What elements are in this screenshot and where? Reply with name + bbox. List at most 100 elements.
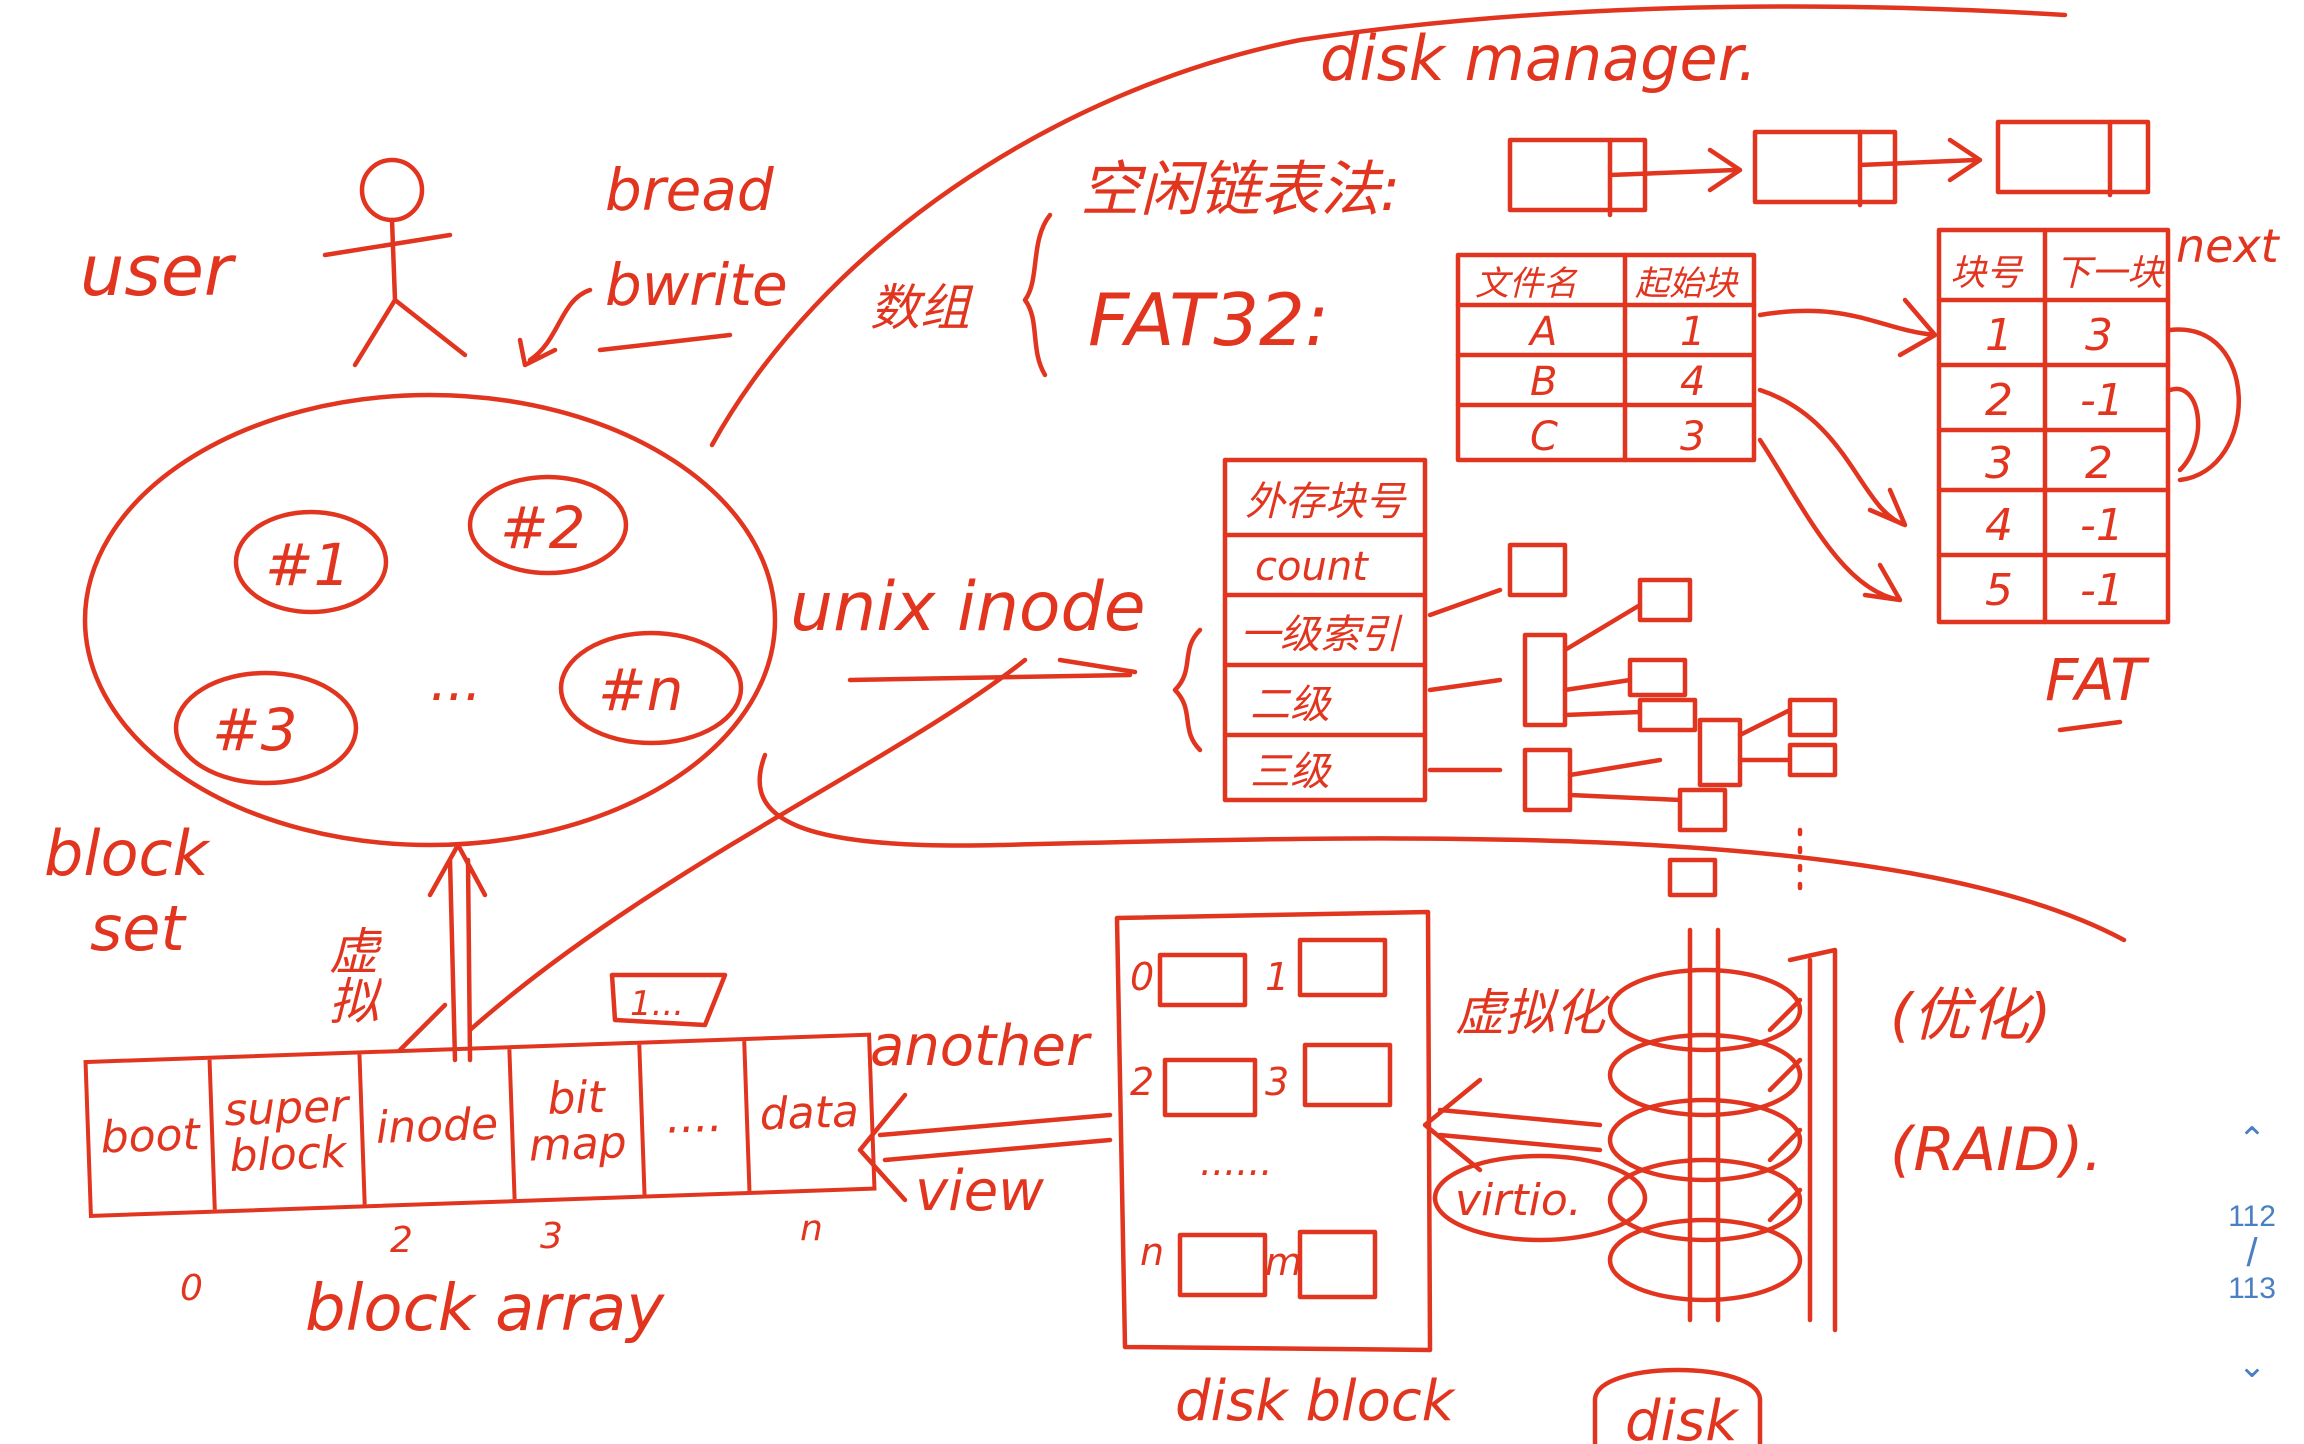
- block-set-label-2: set: [90, 892, 187, 965]
- block-array-indices: 0 2 3 n: [180, 1208, 823, 1309]
- free-list-label: 空闲链表法:: [1080, 155, 1400, 225]
- svg-text:起始块: 起始块: [1635, 264, 1739, 304]
- page-navigator: ⌃ 112 / 113 ⌄: [2200, 1120, 2304, 1386]
- inode-to-unix-line: [467, 657, 1028, 1033]
- inode-table: 外存块号 count 一级索引 二级 三级: [1222, 457, 1428, 803]
- block-array-cell-data: data: [742, 1036, 873, 1192]
- raid-label: (RAID).: [1890, 1115, 2103, 1185]
- small-box: [609, 972, 728, 1028]
- title: disk manager.: [1320, 22, 1757, 95]
- index-n: n: [800, 1208, 823, 1249]
- user-label: user: [80, 230, 237, 312]
- svg-text:1: 1: [1265, 955, 1289, 999]
- block-array: boot super block inode bit map .... data: [83, 1032, 877, 1218]
- unix-inode-label: unix inode: [790, 568, 1146, 647]
- block-item-3: #3: [212, 696, 298, 764]
- svg-text:一级索引: 一级索引: [1240, 612, 1403, 658]
- fat-underline: [2057, 719, 2123, 733]
- svg-text:A: A: [1527, 309, 1557, 355]
- disk-stack-icon: [1592, 927, 1838, 1444]
- file-to-fat-arrows: [1757, 297, 1938, 603]
- svg-text:......: ......: [1200, 1140, 1272, 1184]
- svg-text:2: 2: [1985, 375, 2013, 426]
- svg-text:三级: 三级: [1250, 749, 1332, 795]
- svg-text:4: 4: [1985, 500, 2013, 551]
- fat32-label: FAT32:: [1088, 278, 1329, 362]
- user-stick-figure-icon: [322, 157, 468, 368]
- next-label: next: [2176, 219, 2281, 273]
- block-array-cell-ellipsis: ....: [637, 1041, 748, 1195]
- disk-block-label: disk block: [1175, 1369, 1457, 1434]
- virtual-label: 虚拟: [321, 925, 379, 1025]
- svg-text:1: 1: [1985, 310, 2013, 361]
- block-set-blob: [82, 392, 778, 848]
- block-item-2: #2: [500, 494, 586, 562]
- separator-curve: [757, 752, 2127, 943]
- svg-text:2: 2: [1130, 1060, 1154, 1104]
- svg-text:3: 3: [1985, 438, 2013, 489]
- svg-text:3: 3: [1265, 1060, 1289, 1104]
- previous-page-chevron-up-icon[interactable]: ⌃: [2237, 1121, 2267, 1159]
- block-item-n: #n: [598, 656, 683, 724]
- optimize-label: (优化): [1890, 981, 2051, 1049]
- svg-text:2: 2: [2085, 438, 2113, 489]
- virtualization-label: 虚拟化: [1455, 984, 1611, 1042]
- array-label: 数组: [870, 279, 974, 337]
- array-brace: [1022, 212, 1053, 378]
- file-table: 文件名 起始块 A 1 B 4 C 3: [1455, 252, 1757, 463]
- fat-table: 块号 下一块 1 3 2 -1 3 2 4 -1 5 -1: [1936, 227, 2171, 625]
- svg-text:C: C: [1530, 414, 1558, 460]
- view-label: view: [915, 1159, 1044, 1224]
- disk-label: disk: [1625, 1389, 1740, 1444]
- virtualization-arrow: [1422, 1077, 1603, 1173]
- free-list-chain: [1507, 119, 2151, 218]
- current-page: 112: [2228, 1200, 2276, 1233]
- svg-text:count: count: [1255, 544, 1369, 590]
- page-separator: /: [2246, 1231, 2258, 1275]
- block-item-1: #1: [265, 531, 351, 599]
- index-0: 0: [180, 1268, 203, 1309]
- unix-inode-underline: [847, 657, 1138, 683]
- block-set-items: #1 #2 #3 ... #n: [173, 474, 744, 786]
- disk-block: 0 1 2 3 ...... n m: [1114, 909, 1433, 1353]
- inode-brace: [1172, 627, 1203, 753]
- index-3: 3: [540, 1216, 563, 1257]
- svg-text:1: 1: [1680, 309, 1705, 355]
- bread-bwrite-arrow: [517, 287, 733, 368]
- up-arrow: [397, 842, 488, 1063]
- svg-text:5: 5: [1985, 565, 2013, 616]
- svg-text:下一块: 下一块: [2055, 253, 2165, 294]
- svg-text:-1: -1: [2080, 500, 2124, 551]
- block-set-label-1: block: [44, 817, 211, 890]
- another-view-arrow: [857, 1092, 1113, 1203]
- index-2: 2: [390, 1220, 413, 1261]
- virtio-label: virtio.: [1455, 1175, 1582, 1226]
- block-array-cell-bit-map: bit map: [507, 1044, 643, 1200]
- block-array-cell-boot: boot: [99, 1109, 201, 1164]
- svg-text:二级: 二级: [1250, 682, 1332, 728]
- svg-text:外存块号: 外存块号: [1245, 479, 1407, 525]
- small-box-label: 1...: [630, 984, 684, 1024]
- disk-manager-arc: [709, 4, 2068, 448]
- next-page-chevron-down-icon[interactable]: ⌄: [2237, 1347, 2267, 1385]
- svg-text:-1: -1: [2080, 375, 2124, 426]
- svg-text:3: 3: [1680, 414, 1705, 460]
- svg-text:B: B: [1530, 359, 1557, 405]
- svg-text:4: 4: [1680, 359, 1705, 405]
- virtio-bubble: [1432, 1153, 1648, 1243]
- bwrite-label: bwrite: [605, 251, 788, 319]
- svg-text:0: 0: [1130, 955, 1154, 999]
- svg-text:文件名: 文件名: [1475, 264, 1578, 304]
- svg-text:n: n: [1140, 1230, 1164, 1274]
- svg-text:m: m: [1265, 1240, 1302, 1284]
- fat-next-loop: [2167, 327, 2241, 483]
- fat-label: FAT: [2045, 646, 2150, 714]
- another-label: another: [870, 1014, 1092, 1079]
- block-array-cell-inode: inode: [357, 1049, 513, 1205]
- bread-label: bread: [605, 156, 775, 224]
- block-array-cell-super-block: super block: [207, 1054, 363, 1210]
- svg-text:3: 3: [2085, 310, 2113, 361]
- svg-text:块号: 块号: [1950, 253, 2024, 294]
- block-item-ellipsis: ...: [430, 650, 482, 713]
- total-pages: 113: [2228, 1272, 2276, 1305]
